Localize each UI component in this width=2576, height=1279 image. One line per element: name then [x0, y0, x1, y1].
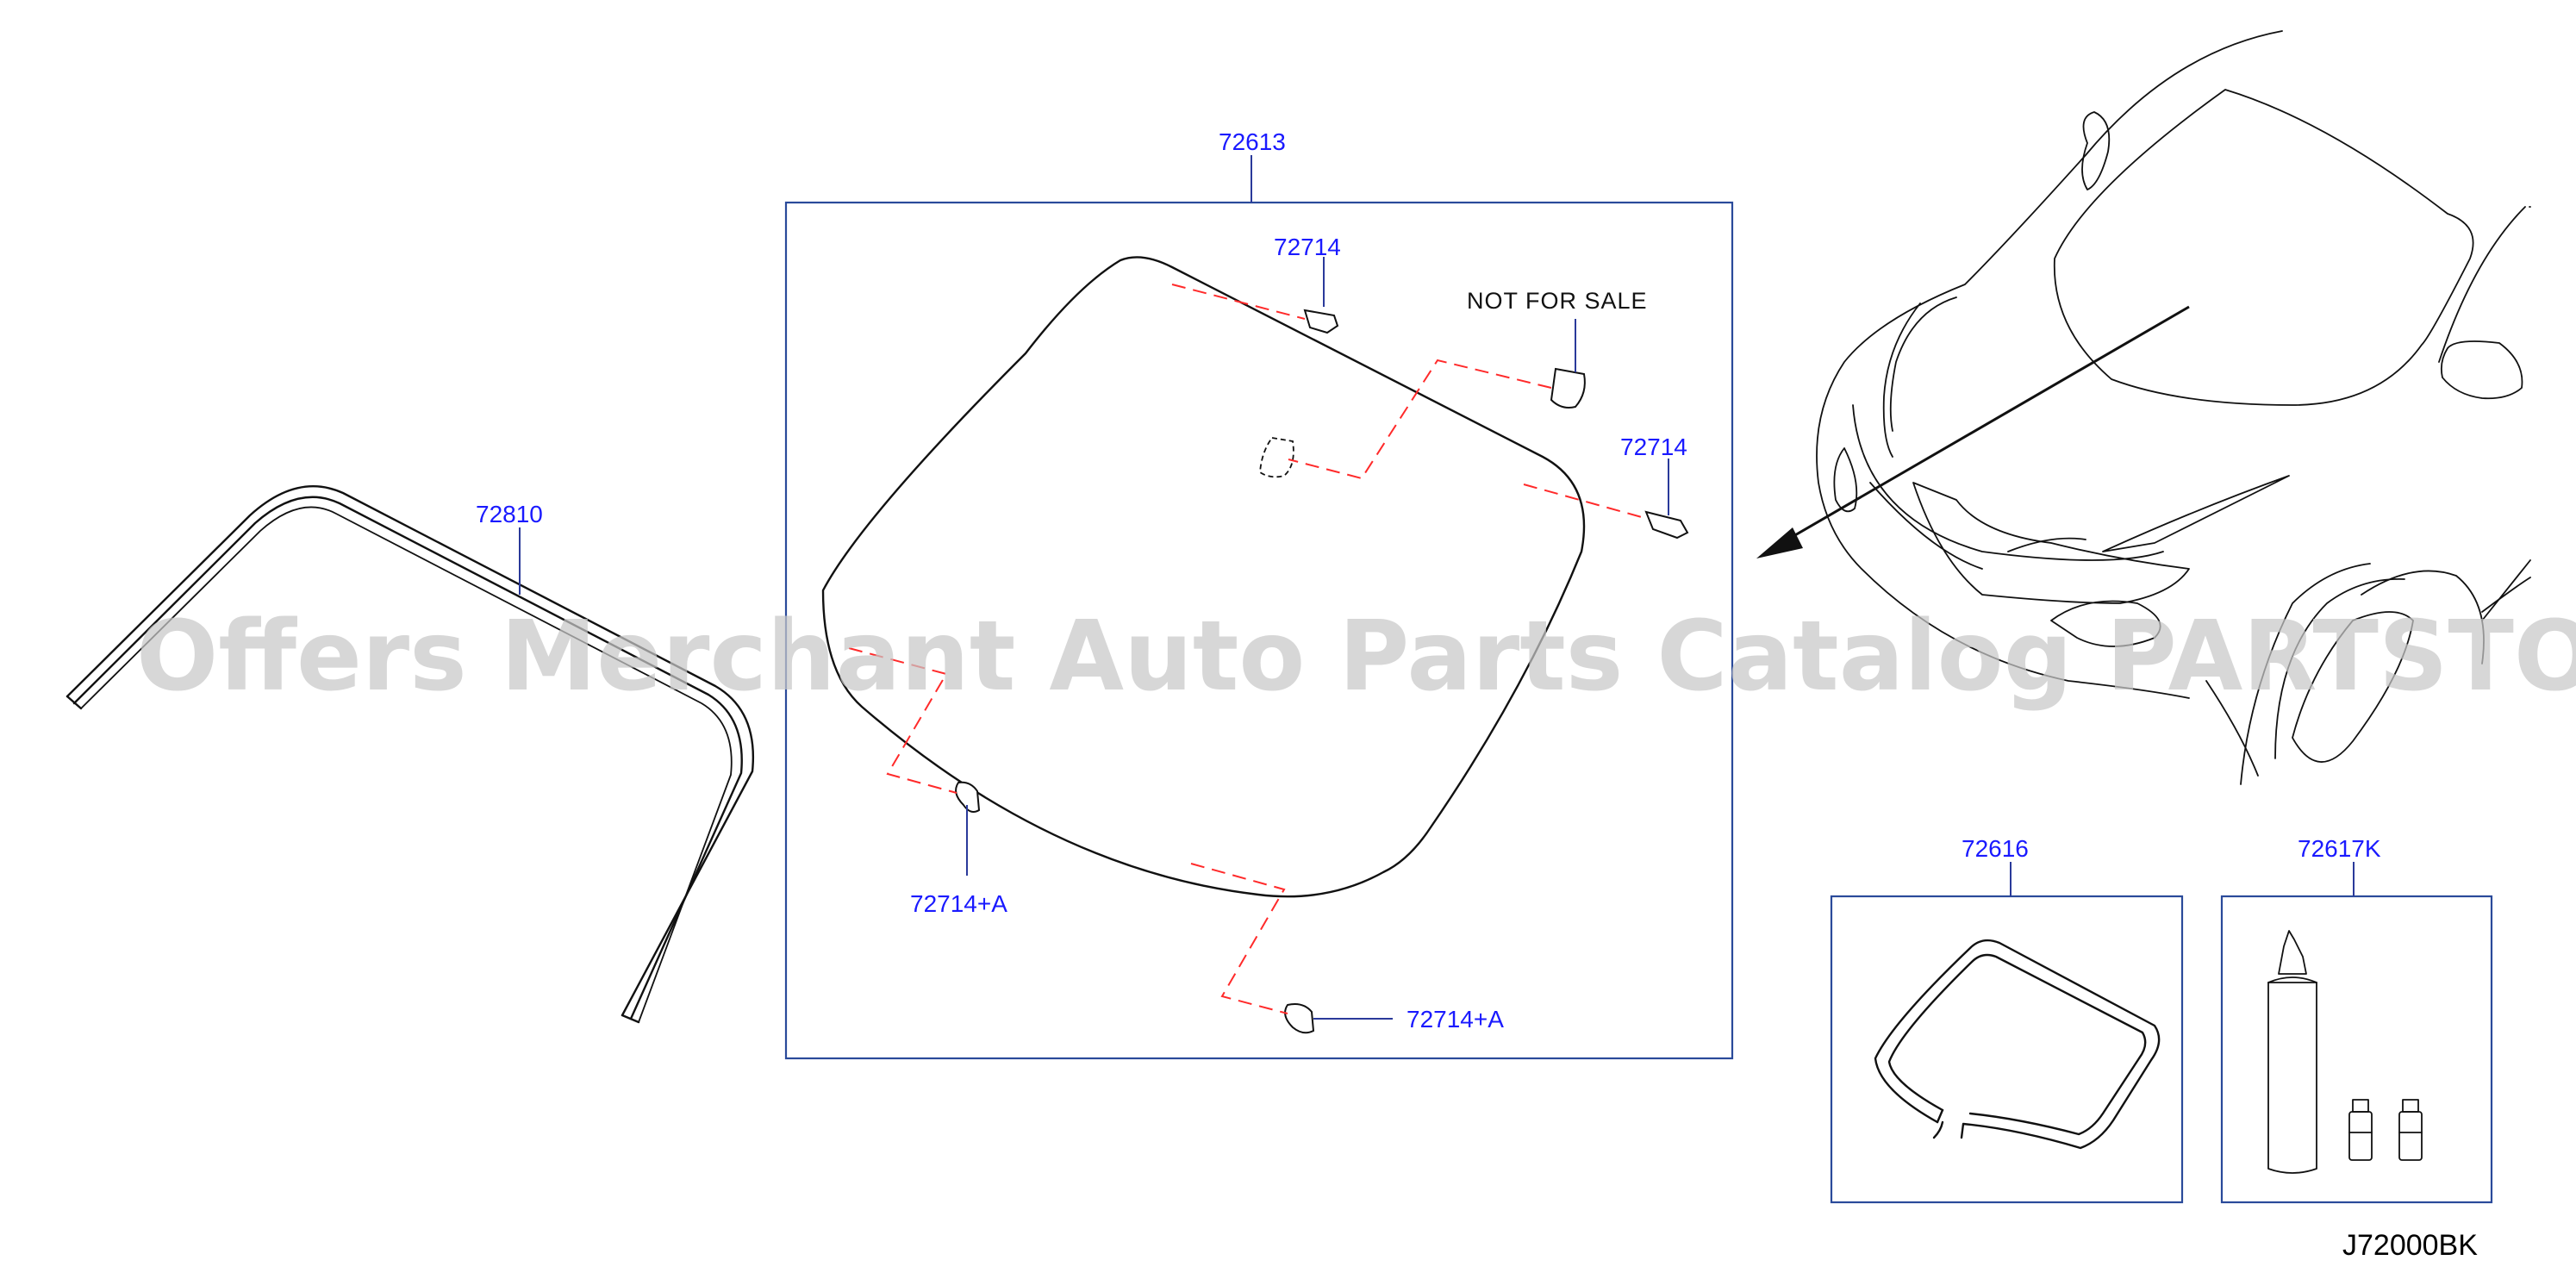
callout-72714A-center[interactable]: 72714+A: [1407, 1006, 1504, 1033]
clip-lower-left-guide: [848, 647, 957, 794]
windshield-glass[interactable]: [821, 256, 1586, 898]
sensor-cover-part[interactable]: [1550, 367, 1586, 409]
molding-part[interactable]: [65, 485, 754, 1024]
callout-72613[interactable]: 72613: [1219, 128, 1286, 155]
location-arrow: [1756, 305, 2190, 558]
clip-lower-left[interactable]: [955, 781, 981, 813]
adhesive-kit-box: [2220, 895, 2493, 1204]
clip-lower-center-guide: [1190, 863, 1288, 1014]
drawing-code: J72000BK: [2342, 1229, 2478, 1262]
clip-lower-center[interactable]: [1284, 1003, 1315, 1034]
windshield-glass-box: [784, 201, 1734, 1060]
clip-right-guide: [1523, 484, 1649, 520]
vehicle-front-view: [1816, 30, 2531, 785]
clip-top[interactable]: [1303, 309, 1339, 334]
not-for-sale-note: NOT FOR SALE: [1467, 288, 1648, 314]
sensor-cover-guide: [1288, 359, 1552, 480]
callout-72714-right[interactable]: 72714: [1620, 434, 1687, 460]
clip-right[interactable]: [1644, 510, 1689, 540]
spacer-kit-part[interactable]: [1874, 939, 2161, 1150]
sensor-bracket-dashed: [1259, 437, 1294, 478]
callout-72810[interactable]: 72810: [476, 501, 543, 527]
callout-72714-top[interactable]: 72714: [1274, 234, 1341, 260]
primer-bottle-right[interactable]: [2398, 1099, 2423, 1161]
watermark-text: Offers Merchant Auto Parts Catalog PARTS…: [136, 601, 2576, 713]
clip-top-guide: [1171, 284, 1306, 320]
primer-bottle-left[interactable]: [2348, 1099, 2373, 1161]
callout-72616[interactable]: 72616: [1962, 835, 2029, 862]
callout-72714A-left[interactable]: 72714+A: [910, 890, 1007, 917]
adhesive-cartridge[interactable]: [2267, 930, 2317, 1174]
spacer-kit-box: [1830, 895, 2184, 1204]
callout-72617K[interactable]: 72617K: [2298, 835, 2381, 862]
